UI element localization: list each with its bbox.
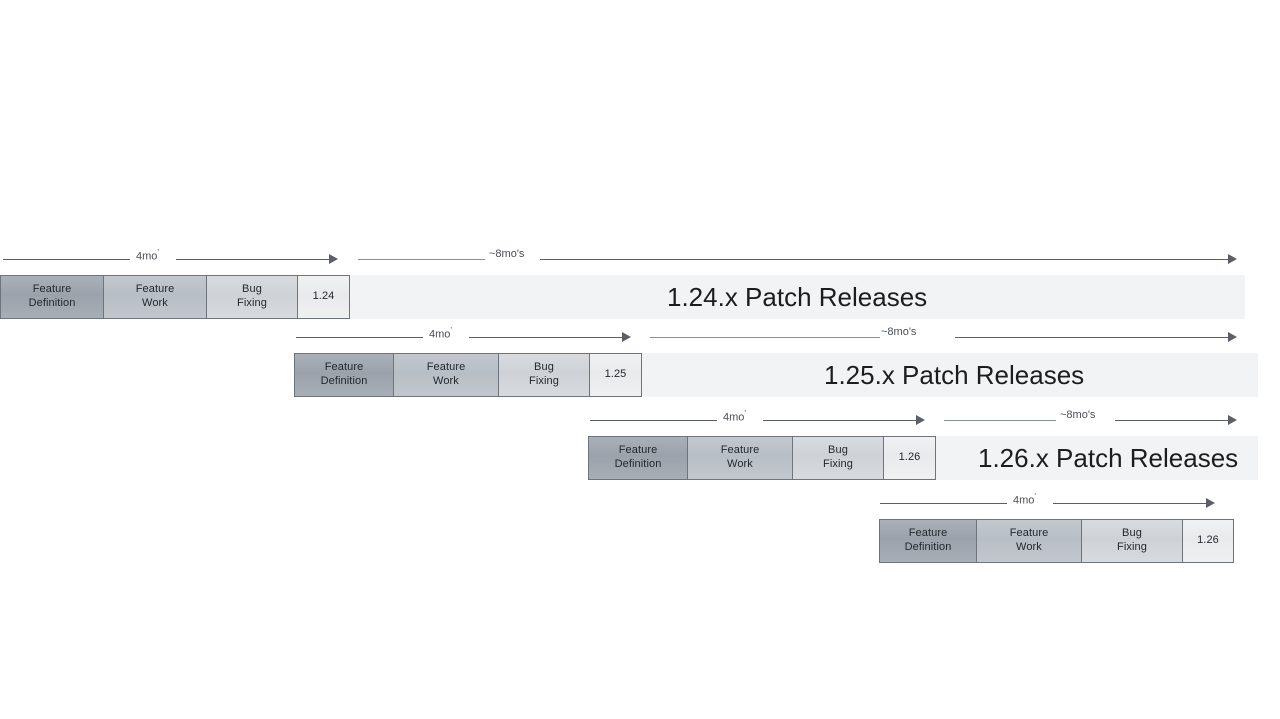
patch-duration-line-right	[540, 259, 1232, 260]
phase-label-line2: Fixing	[237, 297, 267, 309]
phase-label-line1: Feature	[324, 361, 364, 374]
dev-duration-arrowhead	[916, 415, 925, 425]
version-number: 1.25	[604, 368, 627, 381]
phase-bug-fixing: Bug Fixing	[1081, 519, 1183, 563]
dev-duration-line-right	[176, 259, 331, 260]
phase-label-line2: Definition	[28, 297, 76, 309]
phase-feature-definition: Feature Definition	[294, 353, 394, 397]
phase-label-line1: Feature	[32, 283, 72, 296]
dev-duration-line-left	[296, 337, 423, 338]
phase-label-line1: Feature	[426, 361, 466, 374]
patch-duration-line-left	[650, 337, 880, 338]
phase-label-line2: Work	[433, 375, 459, 387]
dev-duration-line-left	[590, 420, 717, 421]
patch-duration-line-left	[358, 259, 485, 260]
patch-duration-line-left	[944, 420, 1056, 421]
version-number: 1.26	[1197, 534, 1219, 547]
phase-label-line2: Work	[142, 297, 168, 309]
dev-duration-label: 4mo'	[723, 409, 746, 424]
phase-feature-work: Feature Work	[687, 436, 793, 480]
phase-label-line1: Bug	[242, 283, 262, 296]
phase-feature-definition: Feature Definition	[0, 275, 104, 319]
patch-release-label-1-24: 1.24.x Patch Releases	[667, 282, 928, 312]
patch-duration-label: ~8mo's	[881, 326, 917, 338]
phase-label-line2: Work	[1016, 541, 1042, 553]
phase-label-line2: Work	[727, 458, 753, 470]
phase-boxes-1-26-next: Feature Definition Feature Work Bug Fixi…	[879, 519, 1234, 563]
phase-feature-definition: Feature Definition	[588, 436, 688, 480]
phase-bug-fixing: Bug Fixing	[206, 275, 298, 319]
phase-label-line2: Definition	[614, 458, 662, 470]
dev-duration-line-right	[469, 337, 624, 338]
phase-boxes-1-26: Feature Definition Feature Work Bug Fixi…	[588, 436, 936, 480]
dev-duration-label: 4mo'	[1013, 492, 1036, 507]
dev-duration-arrowhead	[329, 254, 338, 264]
phase-label-line1: Feature	[135, 283, 175, 296]
phase-version-release: 1.25	[589, 353, 642, 397]
phase-feature-work: Feature Work	[976, 519, 1082, 563]
dev-duration-line-left	[3, 259, 130, 260]
phase-version-release: 1.26	[1182, 519, 1234, 563]
phase-version-release: 1.26	[883, 436, 936, 480]
phase-label-line1: Feature	[618, 444, 658, 457]
phase-feature-work: Feature Work	[393, 353, 499, 397]
dev-duration-arrowhead	[1206, 498, 1215, 508]
timeline-row-1-24: 4mo' ~8mo's	[0, 248, 1240, 270]
timeline-row-1-25: 4mo' ~8mo's	[0, 326, 1260, 348]
version-number: 1.26	[898, 451, 921, 464]
patch-duration-label: ~8mo's	[1060, 409, 1096, 421]
patch-duration-label: ~8mo's	[489, 248, 525, 260]
phase-feature-definition: Feature Definition	[879, 519, 977, 563]
phase-label-line1: Bug	[534, 361, 554, 374]
phase-feature-work: Feature Work	[103, 275, 207, 319]
phase-boxes-1-24: Feature Definition Feature Work Bug Fixi…	[0, 275, 350, 319]
dev-duration-line-right	[1053, 503, 1208, 504]
phase-label-line2: Fixing	[1117, 541, 1147, 553]
dev-duration-label: 4mo'	[136, 248, 159, 263]
phase-label-line1: Bug	[1122, 527, 1142, 540]
version-number: 1.24	[312, 290, 335, 303]
patch-duration-arrowhead	[1228, 254, 1237, 264]
patch-duration-arrowhead	[1228, 415, 1237, 425]
timeline-row-1-26: 4mo' ~8mo's	[0, 409, 1260, 431]
phase-version-release: 1.24	[297, 275, 350, 319]
phase-label-line2: Definition	[320, 375, 368, 387]
patch-release-label-1-25: 1.25.x Patch Releases	[824, 360, 1085, 390]
phase-label-line1: Feature	[1009, 527, 1049, 540]
phase-label-line1: Feature	[908, 527, 948, 540]
dev-duration-arrowhead	[622, 332, 631, 342]
phase-label-line2: Fixing	[529, 375, 559, 387]
patch-release-label-1-26: 1.26.x Patch Releases	[978, 443, 1239, 473]
phase-label-line1: Bug	[828, 444, 848, 457]
patch-duration-arrowhead	[1228, 332, 1237, 342]
phase-bug-fixing: Bug Fixing	[498, 353, 590, 397]
phase-label-line2: Fixing	[823, 458, 853, 470]
timeline-row-1-26-next: 4mo'	[0, 492, 1260, 514]
phase-label-line1: Feature	[720, 444, 760, 457]
patch-duration-line-right	[1115, 420, 1232, 421]
phase-boxes-1-25: Feature Definition Feature Work Bug Fixi…	[294, 353, 642, 397]
dev-duration-line-left	[880, 503, 1007, 504]
dev-duration-label: 4mo'	[429, 326, 452, 341]
phase-bug-fixing: Bug Fixing	[792, 436, 884, 480]
phase-label-line2: Definition	[904, 541, 952, 553]
patch-duration-line-right	[955, 337, 1232, 338]
dev-duration-line-right	[763, 420, 918, 421]
